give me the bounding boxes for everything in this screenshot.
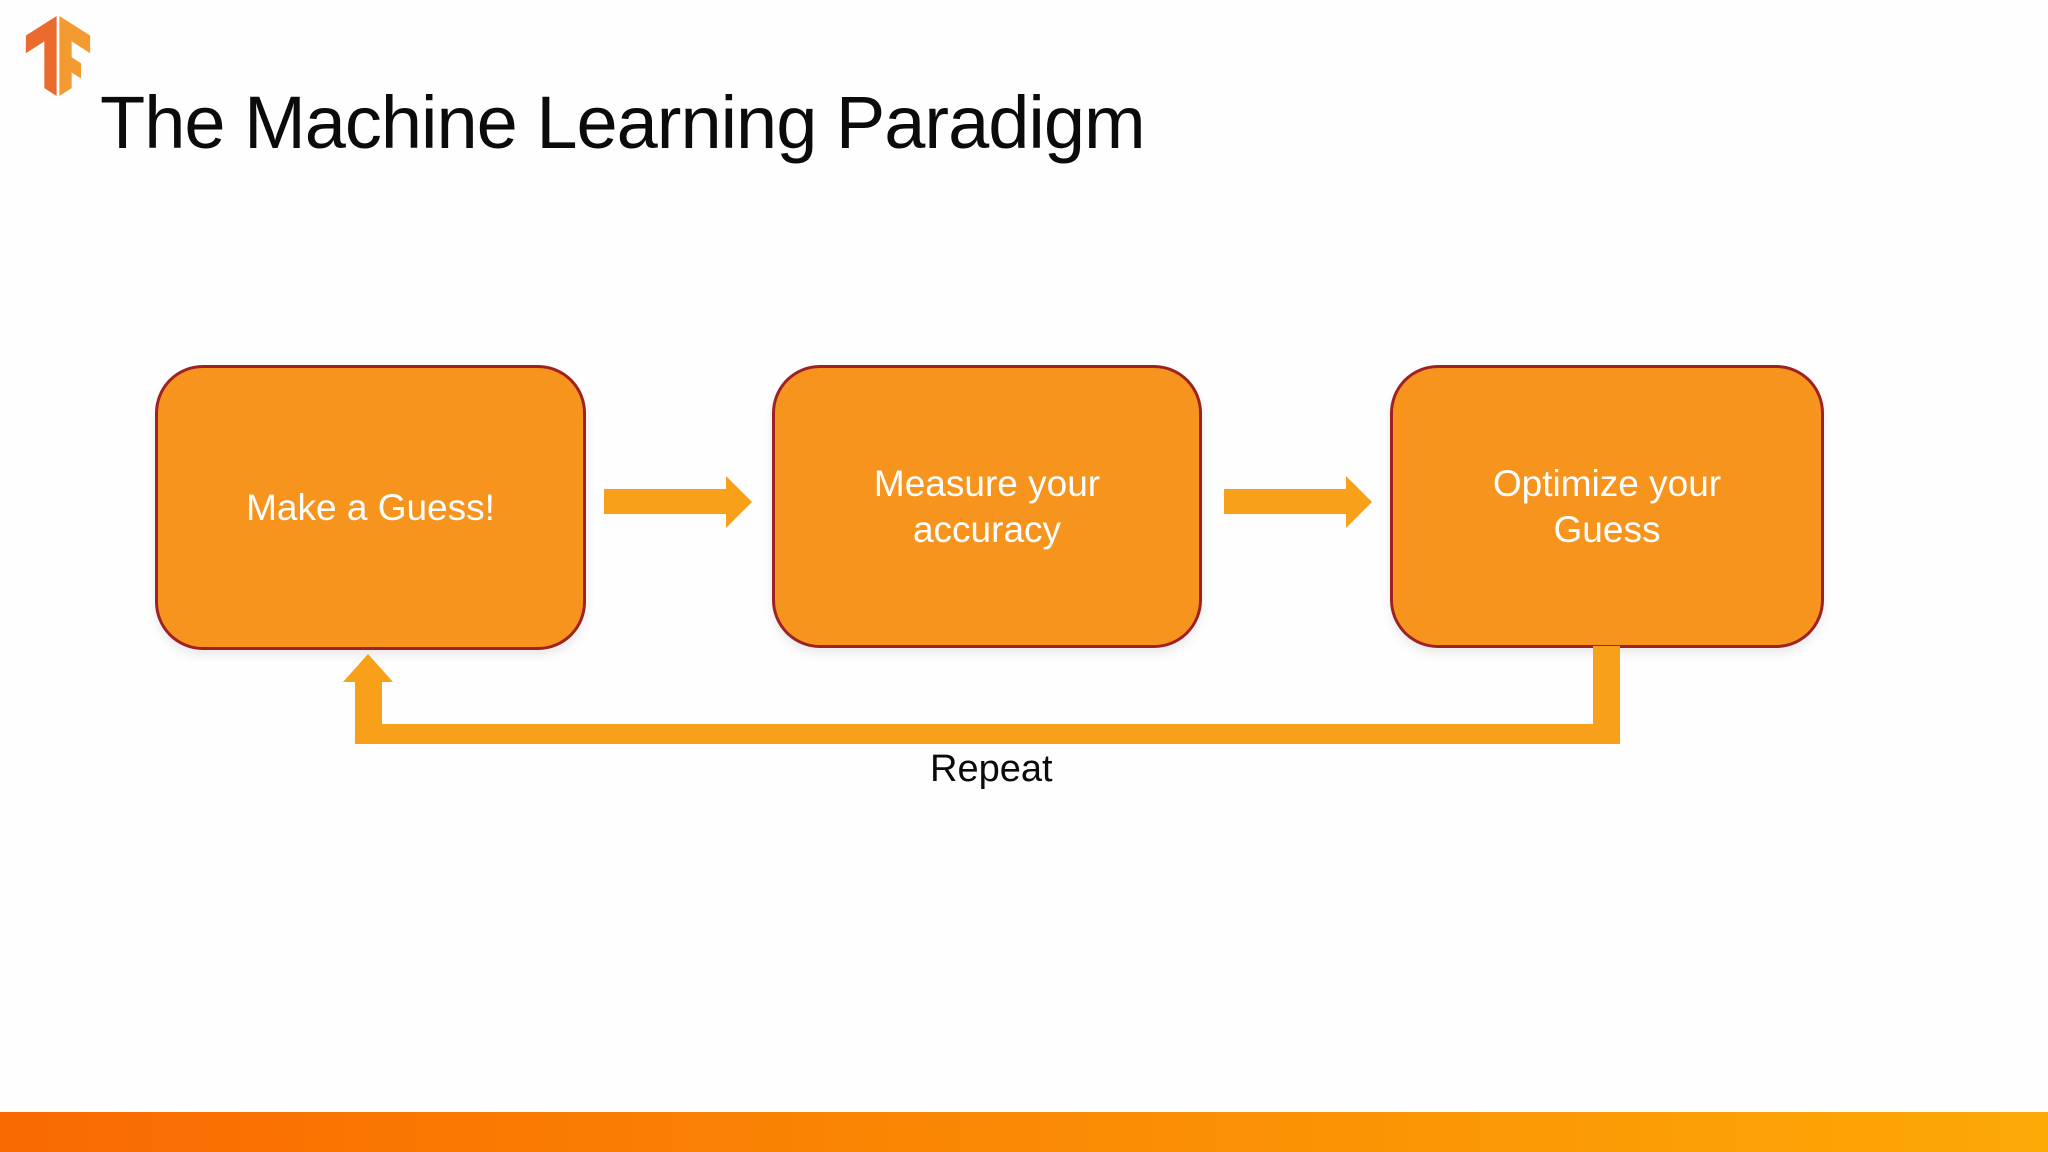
arrow-right-icon <box>604 476 752 528</box>
tensorflow-logo-icon <box>25 16 91 96</box>
flow-box-measure-accuracy: Measure your accuracy <box>772 365 1202 648</box>
flow-box-optimize-guess: Optimize your Guess <box>1390 365 1824 648</box>
flow-box-make-a-guess: Make a Guess! <box>155 365 586 650</box>
flow-box-label: Make a Guess! <box>246 486 495 528</box>
repeat-label: Repeat <box>930 748 1053 790</box>
flow-box-label-line: accuracy <box>912 508 1062 550</box>
flow-box-label-line: Guess <box>1553 508 1661 550</box>
flow-box-label-line: Optimize your <box>1492 462 1722 504</box>
arrow-up-icon <box>343 654 393 682</box>
footer-accent-bar <box>0 1112 2048 1152</box>
arrow-right-icon <box>1224 476 1372 528</box>
slide-title: The Machine Learning Paradigm <box>100 81 1146 164</box>
repeat-loop-up-segment <box>355 680 382 730</box>
flow-box-label-line: Measure your <box>873 462 1101 504</box>
repeat-loop-horizontal-segment <box>355 724 1620 744</box>
